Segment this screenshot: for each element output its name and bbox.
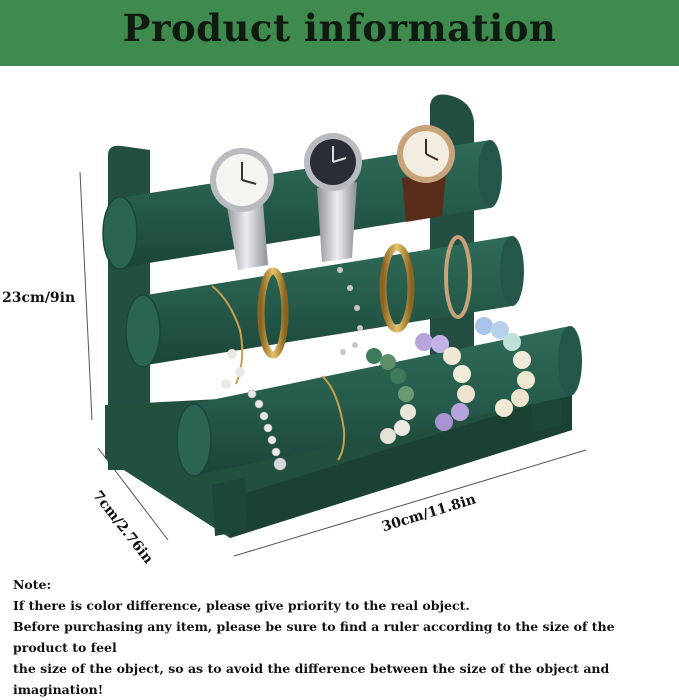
bottom-bar [176, 326, 582, 477]
title-banner: Product information [0, 0, 679, 66]
jade-bead-bracelet [366, 348, 416, 444]
product-image [79, 94, 587, 557]
notes-line-3: the size of the object, so as to avoid t… [13, 661, 610, 697]
notes-line-1: If there is color difference, please giv… [13, 598, 470, 613]
watch-brown-right [397, 125, 455, 222]
notes-section: Note: If there is color difference, plea… [13, 574, 673, 700]
watch-black-middle [304, 133, 362, 262]
watch-silver-left [210, 148, 274, 270]
notes-line-2: Before purchasing any item, please be su… [13, 619, 615, 655]
height-dimension-label: 23cm/9in [2, 290, 76, 306]
silver-chain-bracelet [337, 267, 363, 355]
lavender-bead-bracelet [415, 333, 475, 431]
notes-heading: Note: [13, 577, 52, 592]
middle-bar [125, 236, 524, 368]
top-bar [102, 140, 502, 270]
bangles [257, 243, 415, 359]
blue-bead-bracelet [475, 317, 535, 417]
banner-title: Product information [122, 6, 557, 50]
small-pearl-strand [221, 349, 245, 389]
bangle-rose [444, 235, 472, 319]
pearl-bracelet [247, 389, 287, 471]
